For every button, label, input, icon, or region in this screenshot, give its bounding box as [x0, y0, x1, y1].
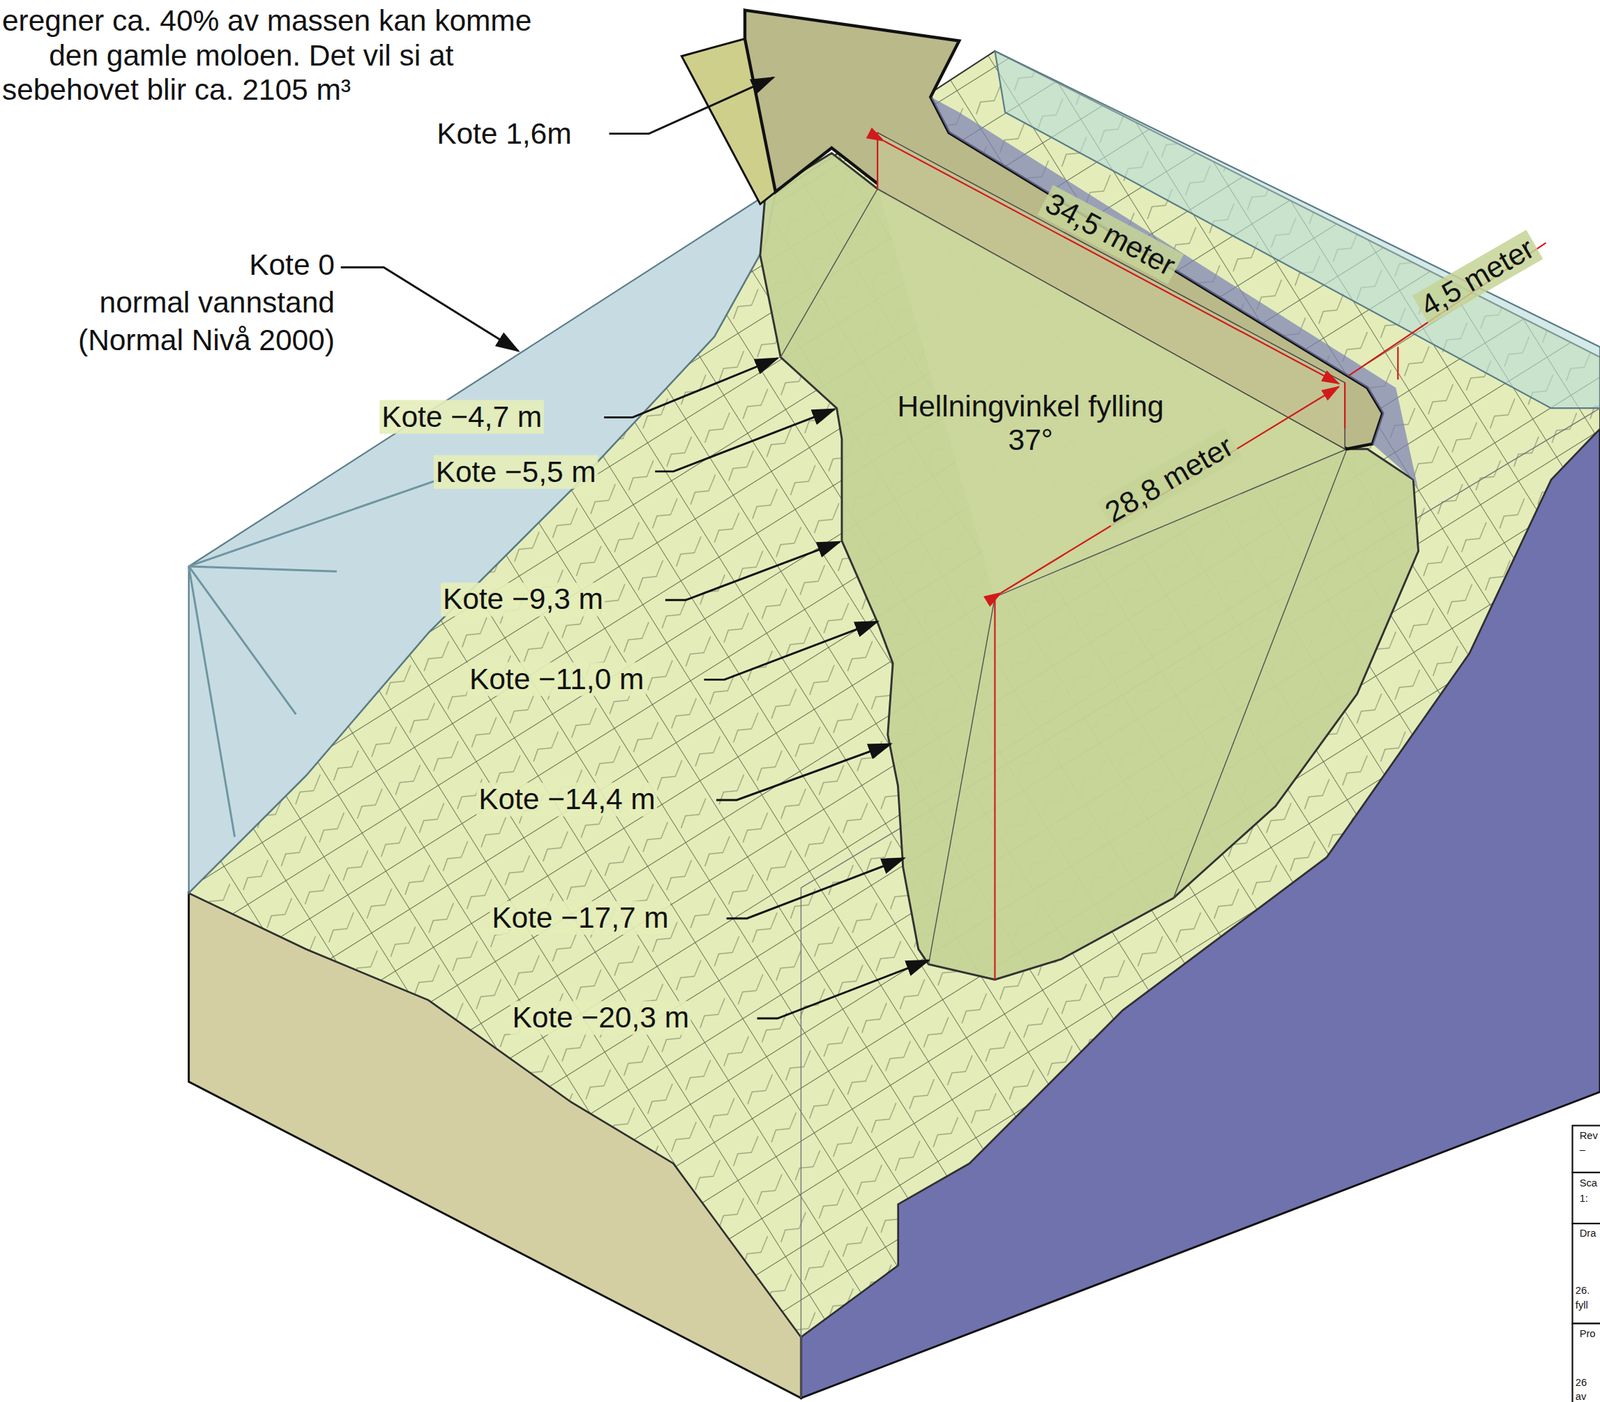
annotation-label: Kote −9,3 m	[440, 582, 606, 617]
title-block-text: Sca	[1579, 1178, 1598, 1190]
annotation-label: Kote −5,5 m	[433, 454, 599, 489]
title-block-text: fyll	[1575, 1300, 1589, 1311]
annotation-label: Kote −20,3 m	[510, 1000, 692, 1036]
title-block-text: av	[1575, 1392, 1587, 1402]
annotation-label: Kote 1,6m	[436, 117, 572, 152]
title-block-text: Rev	[1579, 1130, 1598, 1142]
annotation-label: Kote 0	[248, 248, 335, 283]
annotation-label: (Normal Nivå 2000)	[78, 323, 335, 358]
annotation-label: Kote −14,4 m	[476, 782, 658, 817]
title-block-text: 26	[1575, 1377, 1587, 1388]
title-block-text: 1:	[1579, 1194, 1589, 1205]
title-block-text: Pro	[1579, 1328, 1596, 1340]
annotation-label: Kote −17,7 m	[489, 901, 671, 936]
annotation-label: Hellningvinkel fylling 37°	[892, 389, 1169, 459]
annotation-label: Kote −11,0 m	[467, 661, 646, 697]
annotation-label: Kote −4,7 m	[379, 399, 545, 434]
annotation-label: eregner ca. 40% av massen kan komme	[2, 4, 532, 39]
annotation-label: den gamle moloen. Det vil si at	[48, 39, 454, 74]
annotation-label: sebehovet blir ca. 2105 m³	[2, 73, 351, 108]
title-block-text: Dra	[1579, 1228, 1597, 1239]
title-block-text: 26.	[1575, 1285, 1590, 1296]
annotation-label: normal vannstand	[99, 285, 335, 321]
title-block-text: –	[1579, 1144, 1586, 1156]
